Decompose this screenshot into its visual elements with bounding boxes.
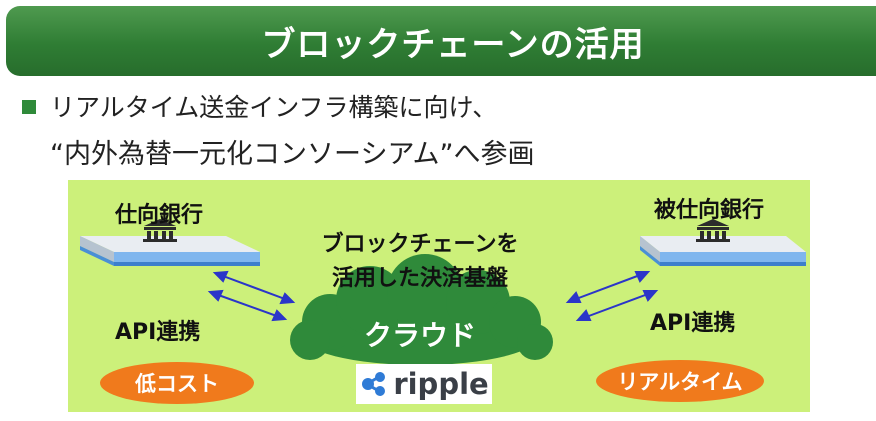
bullet-square-icon	[22, 100, 36, 114]
ripple-logo-icon	[362, 372, 386, 396]
pill-left-label: 低コスト	[135, 372, 219, 396]
pill-left-shape	[100, 362, 254, 404]
ripple-logo-text: ripple	[393, 367, 489, 401]
pill-right-label: リアルタイム	[617, 370, 743, 394]
right-server-icon	[640, 236, 806, 266]
double-arrow-icon	[565, 271, 659, 321]
double-arrow-icon	[207, 270, 296, 322]
bank-building-icon	[696, 219, 730, 242]
left-bank-label: 仕向銀行	[115, 203, 204, 228]
ripple-logo: ripple	[356, 364, 492, 404]
blockchain-platform-label: ブロックチェーンを 活用した決済基盤	[300, 228, 540, 296]
blockchain-label-line2: 活用した決済基盤	[331, 266, 508, 291]
right-bank-label: 被仕向銀行	[654, 198, 765, 223]
cloud-label: クラウド	[363, 319, 476, 352]
api-left-label: API連携	[115, 320, 201, 345]
bank-building-icon	[143, 219, 177, 242]
left-server-icon	[80, 236, 260, 266]
title-bar: ブロックチェーンの活用	[6, 6, 876, 76]
blockchain-label-line1: ブロックチェーンを	[321, 232, 519, 257]
bullet-text-line1: リアルタイム送金インフラ構築に向け、	[50, 93, 498, 122]
cloud-shape	[290, 254, 553, 365]
bullet-text-line2: “内外為替一元化コンソーシアム”へ参画	[50, 139, 535, 170]
pill-right-shape	[596, 360, 764, 402]
api-right-label: API連携	[650, 311, 736, 336]
page-title: ブロックチェーンの活用	[261, 24, 645, 65]
